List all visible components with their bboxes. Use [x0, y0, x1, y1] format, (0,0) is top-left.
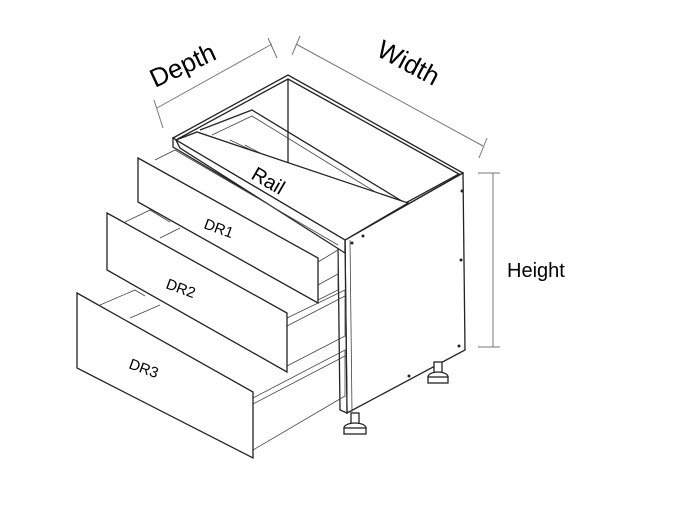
depth-label: Depth [145, 37, 221, 94]
cabinet-box [171, 74, 466, 435]
leg-right [427, 361, 449, 384]
width-label: Width [372, 34, 445, 92]
depth-dimension [153, 37, 278, 129]
height-label: Height [507, 260, 565, 282]
drawer-3 [76, 289, 346, 460]
height-dimension [478, 172, 500, 348]
width-dimension [291, 35, 488, 159]
leg-front [343, 412, 367, 435]
drawer-2 [106, 209, 346, 374]
